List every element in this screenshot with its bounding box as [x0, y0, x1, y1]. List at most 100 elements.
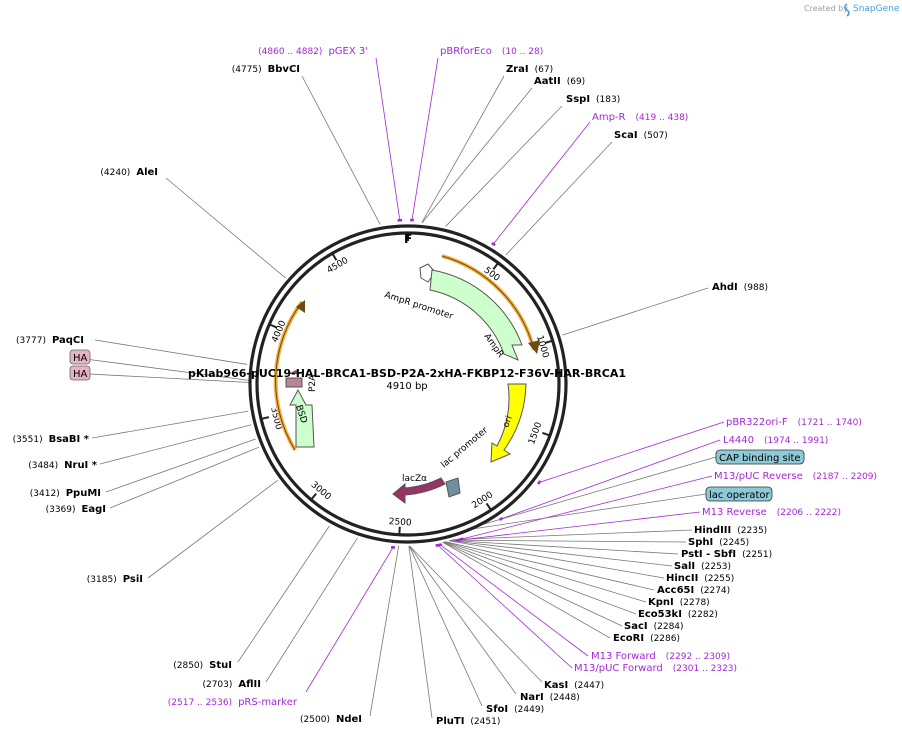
primer-label[interactable]: M13 Reverse(2206 .. 2222)	[702, 507, 841, 518]
lacp-mark-icon	[445, 477, 461, 498]
enzyme-leader-line	[445, 541, 655, 591]
enzyme-leader-line	[408, 545, 433, 719]
primer-leader-line	[539, 421, 725, 483]
feature-label-p2a: P2A	[308, 374, 318, 392]
enzyme-label[interactable]: NarI(2448)	[520, 692, 580, 703]
enzyme-leader-line	[408, 545, 483, 707]
enzyme-label[interactable]: ZraI(67)	[506, 64, 553, 75]
lacop-box	[705, 486, 773, 502]
box-leader-line	[469, 493, 707, 530]
enzyme-label[interactable]: (3777)PaqCI	[16, 335, 84, 346]
p2a-box-icon	[285, 377, 303, 388]
primer-leader-line	[457, 511, 701, 541]
enzyme-label[interactable]: AatII(69)	[534, 76, 585, 87]
primer-label[interactable]: (4860 .. 4882)pGEX 3'	[258, 46, 368, 57]
enzyme-leader-line	[449, 540, 673, 567]
enzyme-leader-line	[448, 540, 665, 579]
primer-leader-line	[305, 547, 394, 693]
enzyme-label[interactable]: HindIII(2235)	[694, 525, 767, 536]
tick-mark	[310, 492, 317, 501]
p2a-tip-icon	[288, 370, 300, 374]
tick-mark	[492, 262, 499, 270]
enzyme-label[interactable]: (2703)AflII	[202, 679, 261, 690]
enzyme-label[interactable]: HincII(2255)	[666, 573, 734, 584]
primer-leader-line	[440, 544, 589, 657]
tick-mark	[268, 323, 278, 329]
enzyme-label[interactable]: KasI(2447)	[544, 680, 604, 691]
enzyme-label[interactable]: Eco53kI(2282)	[638, 609, 718, 620]
lacop-box-label[interactable]: lac operator	[709, 490, 770, 501]
enzyme-label[interactable]: SspI(183)	[566, 94, 620, 105]
enzyme-labels-left: (4775)BbvCI (4240)AleI (3777)PaqCI (3551…	[13, 64, 604, 727]
enzyme-leader-line	[265, 537, 358, 683]
enzyme-label[interactable]: Acc65I(2274)	[657, 585, 730, 596]
primer-label[interactable]: M13/pUC Reverse(2187 .. 2209)	[714, 471, 877, 482]
enzyme-leader-line	[165, 177, 286, 279]
enzyme-leader-line	[94, 339, 248, 365]
enzyme-label[interactable]: (4775)BbvCI	[232, 64, 300, 75]
enzyme-leader-line	[99, 424, 252, 465]
orf-left-arrowhead-icon	[296, 300, 305, 313]
enzyme-label[interactable]: KpnI(2278)	[648, 597, 710, 608]
enzyme-label[interactable]: EcoRI(2286)	[613, 633, 680, 644]
enzyme-label[interactable]: SacI(2284)	[624, 621, 684, 632]
orf-arc-upper-right-outline	[441, 255, 535, 351]
enzyme-label[interactable]: (2500)NdeI	[300, 714, 362, 725]
tick-mark	[542, 431, 551, 437]
primer-mark	[435, 543, 441, 547]
plasmid-name: pKlab966-pUC19-HAL-BRCA1-BSD-P2A-2xHA-FK…	[188, 367, 626, 380]
primer-leader-line	[460, 475, 713, 540]
lacz-arrow-icon	[392, 477, 446, 504]
enzyme-label[interactable]: (3185)PsiI	[87, 574, 143, 585]
enzyme-label[interactable]: (4240)AleI	[100, 167, 158, 178]
orf-arc-left-outline	[275, 301, 303, 451]
feature-label-amprp: AmpR promoter	[383, 290, 454, 322]
feature-label-f: F	[404, 232, 412, 246]
enzyme-label[interactable]: AhdI(988)	[712, 282, 768, 293]
enzyme-label[interactable]: PstI - SbfI(2251)	[681, 549, 772, 560]
enzyme-label[interactable]: PluTI(2451)	[436, 716, 500, 727]
snapgene-logo-icon	[844, 3, 850, 17]
enzyme-label[interactable]: ScaI(507)	[614, 130, 668, 141]
enzyme-leader-line	[562, 287, 709, 336]
enzyme-label[interactable]: (2850)StuI	[173, 660, 232, 671]
primer-label[interactable]: pBRforEco(10 .. 28)	[440, 46, 543, 57]
enzyme-leader-line	[369, 545, 400, 717]
primer-label[interactable]: L4440(1974 .. 1991)	[723, 435, 828, 446]
feature-label-lacp: lac promoter	[440, 425, 491, 470]
primer-leader-line	[501, 439, 721, 520]
plasmid-size: 4910 bp	[386, 381, 427, 392]
primer-mark	[491, 241, 496, 247]
primer-label[interactable]: (2517 .. 2536)pRS-marker	[168, 697, 298, 708]
primer-label[interactable]: Amp-R(419 .. 438)	[592, 112, 688, 123]
enzyme-leader-line	[409, 545, 543, 683]
ha-box-1	[69, 349, 91, 365]
enzyme-label[interactable]: (3484)NruI *	[28, 460, 98, 471]
primer-label[interactable]: M13 Forward(2292 .. 2309)	[591, 651, 730, 662]
enzyme-labels-right: ZraI(67) AatII(69) SspI(183) ScaI(507) A…	[506, 64, 772, 644]
enzyme-label[interactable]: SfoI(2449)	[486, 704, 544, 715]
enzyme-label[interactable]: (3369)EagI	[46, 504, 106, 515]
enzyme-leader-line	[91, 410, 249, 439]
ha-box-2-label[interactable]: HA	[73, 369, 88, 380]
primer-label[interactable]: M13/pUC Forward(2301 .. 2323)	[574, 663, 737, 674]
enzyme-label[interactable]: (3412)PpuMI	[30, 488, 101, 499]
enzyme-label[interactable]: SalI(2253)	[674, 561, 731, 572]
primer-mark	[536, 480, 542, 485]
tick-mark	[260, 416, 270, 420]
feature-arrows	[273, 232, 540, 504]
enzyme-leader-line	[147, 479, 278, 579]
credit-prefix: Created by	[804, 4, 848, 13]
enzyme-label[interactable]: SphI(2245)	[688, 537, 749, 548]
enzyme-label[interactable]: (3551)BsaBI *	[13, 434, 90, 445]
primer-label[interactable]: pBR322ori-F(1721 .. 1740)	[726, 417, 862, 428]
box-leader-line	[477, 456, 717, 527]
enzyme-leader-line	[301, 75, 381, 225]
primer-leader-line	[437, 544, 573, 669]
ha-box-1-label[interactable]: HA	[73, 353, 88, 364]
tick-mark	[485, 502, 492, 511]
bsd-arrow-icon	[289, 388, 315, 448]
cap-box-label[interactable]: CAP binding site	[719, 453, 801, 464]
enzyme-leader-line	[442, 541, 611, 639]
